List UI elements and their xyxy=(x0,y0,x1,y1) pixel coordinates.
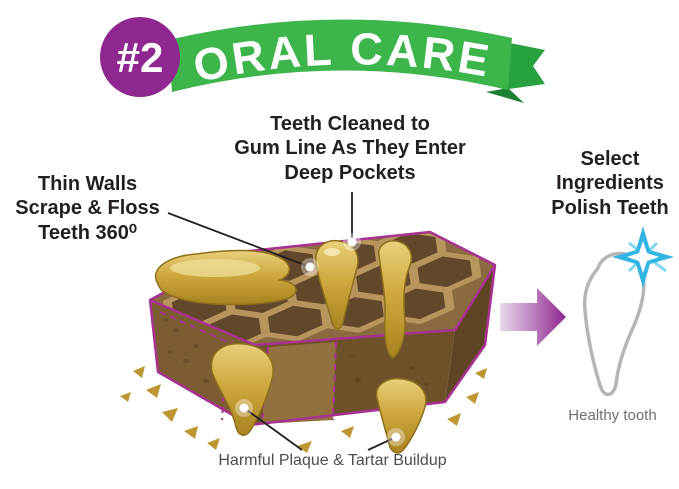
label-healthy-tooth: Healthy tooth xyxy=(568,407,657,424)
callout-line-plaque-left xyxy=(243,407,303,451)
arrow-right-icon xyxy=(500,288,566,346)
plaque-drip xyxy=(378,240,412,359)
tartar-crumbs xyxy=(120,366,487,453)
badge-number: #2 xyxy=(117,34,164,81)
glow-dots xyxy=(235,233,405,446)
callout-thin-walls: Thin Walls Scrape & Floss Teeth 360⁰ xyxy=(15,173,160,244)
callout-lines xyxy=(167,192,397,451)
callout-teeth-cleaned: Teeth Cleaned to Gum Line As They Enter … xyxy=(234,113,466,184)
svg-text:ORAL CARE: ORAL CARE xyxy=(189,23,495,92)
chew-right-face xyxy=(445,265,495,402)
ribbon-band xyxy=(168,19,512,92)
badge-circle xyxy=(100,17,180,97)
tooth-bottom-left xyxy=(210,342,274,436)
plaque-dollop xyxy=(155,249,297,306)
label-plaque-caption: Harmful Plaque & Tartar Buildup xyxy=(218,452,447,469)
banner-badge: #2 xyxy=(100,17,180,97)
sparkle-icon xyxy=(612,226,674,288)
callout-line-plaque-right xyxy=(367,436,397,451)
banner-title: ORAL CARE xyxy=(189,23,492,92)
callout-select-ingredients: Select Ingredients Polish Teeth xyxy=(551,148,669,219)
plaque-highlight xyxy=(170,259,260,277)
tooth-in-pocket xyxy=(315,239,359,330)
tooth-glint xyxy=(324,248,340,256)
chew-illustration xyxy=(120,230,497,454)
callout-line-thin-walls xyxy=(167,212,311,268)
healthy-tooth-outline-icon xyxy=(582,251,646,397)
ribbon-tail xyxy=(502,42,545,90)
chew-cutaway xyxy=(262,342,336,424)
chew-outline xyxy=(148,230,497,427)
banner-ribbon: ORAL CARE xyxy=(168,19,545,103)
ribbon-fold xyxy=(486,88,524,103)
